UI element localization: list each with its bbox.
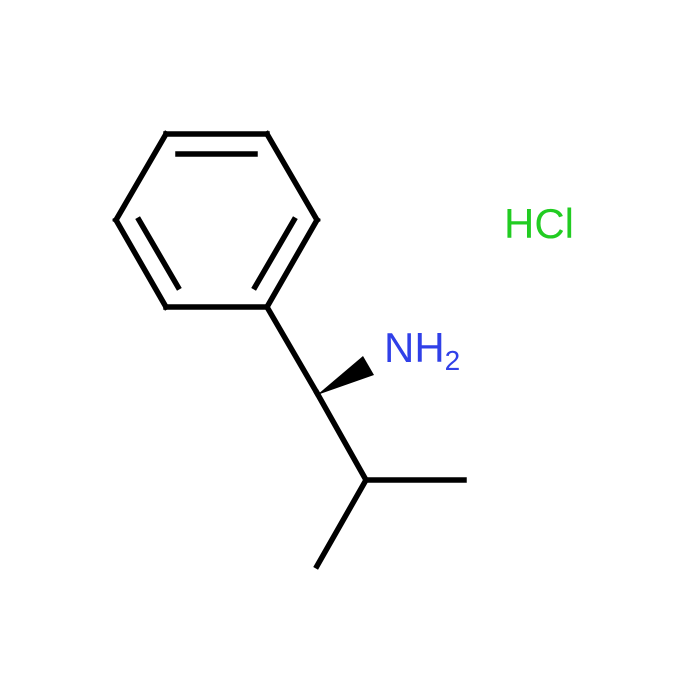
ring-bond-lower-left: [112, 216, 170, 311]
amine-subscript: 2: [445, 345, 461, 376]
ring-bond-lower-right: [263, 216, 321, 311]
bond-ring-to-chiral-carbon: [263, 303, 321, 397]
salt-label: HCl: [504, 200, 574, 247]
benzene-ring: [112, 130, 321, 311]
amine-symbol: NH: [384, 324, 445, 371]
bond-methyl-lower: [313, 476, 370, 570]
ring-bond-upper-right: [263, 130, 321, 224]
ring-bond-upper-left: [112, 130, 170, 224]
wedge-bond-to-amine: [317, 356, 374, 395]
ring-inner-bond-right: [251, 216, 298, 291]
ring-inner-bond-left: [135, 216, 182, 291]
amine-label: NH2: [384, 324, 460, 376]
bond-chiral-carbon-to-ch: [313, 389, 370, 484]
